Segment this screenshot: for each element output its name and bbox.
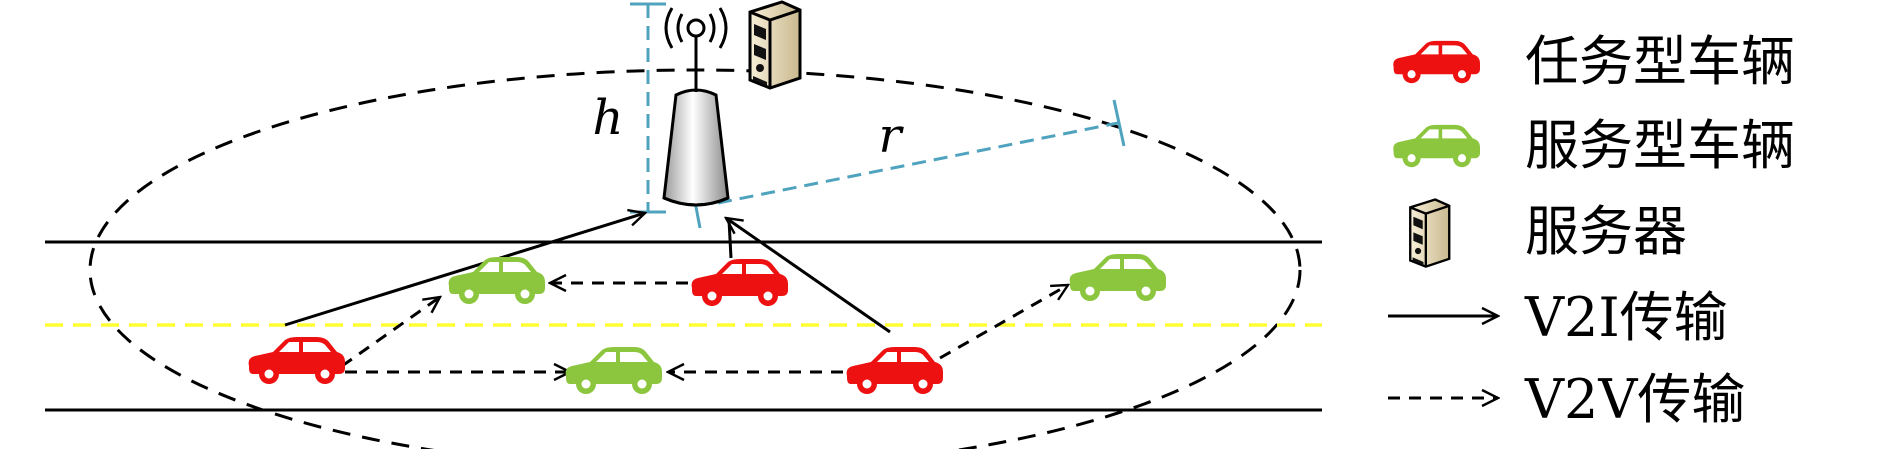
legend-server-label: 服务器	[1525, 200, 1687, 263]
legend-task-vehicle-label: 任务型车辆	[1525, 30, 1795, 93]
v2v-arrow-5	[939, 285, 1068, 360]
legend-v2i-label: V2I传输	[1524, 286, 1728, 349]
radius-dimension	[690, 99, 1126, 229]
service-vehicle-1	[448, 257, 545, 304]
task-vehicle-2	[691, 259, 788, 306]
height-dimension	[630, 2, 666, 214]
legend-v2v-label: V2V传输	[1524, 368, 1745, 431]
legend-green-car-icon	[1393, 124, 1480, 168]
v2i-arrow-3-stem	[727, 219, 733, 259]
legend: 任务型车辆 服务型车辆 服务器 V2I传输 V2V传输	[1388, 30, 1795, 431]
task-vehicle-1	[248, 337, 345, 384]
legend-server-icon	[1409, 198, 1451, 268]
v2i-arrow-1	[284, 213, 645, 327]
v2v-arrow-1	[341, 297, 440, 368]
legend-red-car-icon	[1393, 40, 1480, 84]
service-vehicle-2	[565, 347, 662, 394]
antenna-tower-icon	[662, 7, 730, 207]
server-icon	[748, 0, 802, 90]
task-vehicle-3	[846, 347, 943, 394]
legend-service-vehicle-label: 服务型车辆	[1525, 114, 1795, 177]
radius-label: r	[879, 108, 905, 164]
service-vehicle-3	[1069, 254, 1166, 301]
v2i-arrow-2	[726, 218, 891, 334]
height-label: h	[593, 90, 624, 146]
